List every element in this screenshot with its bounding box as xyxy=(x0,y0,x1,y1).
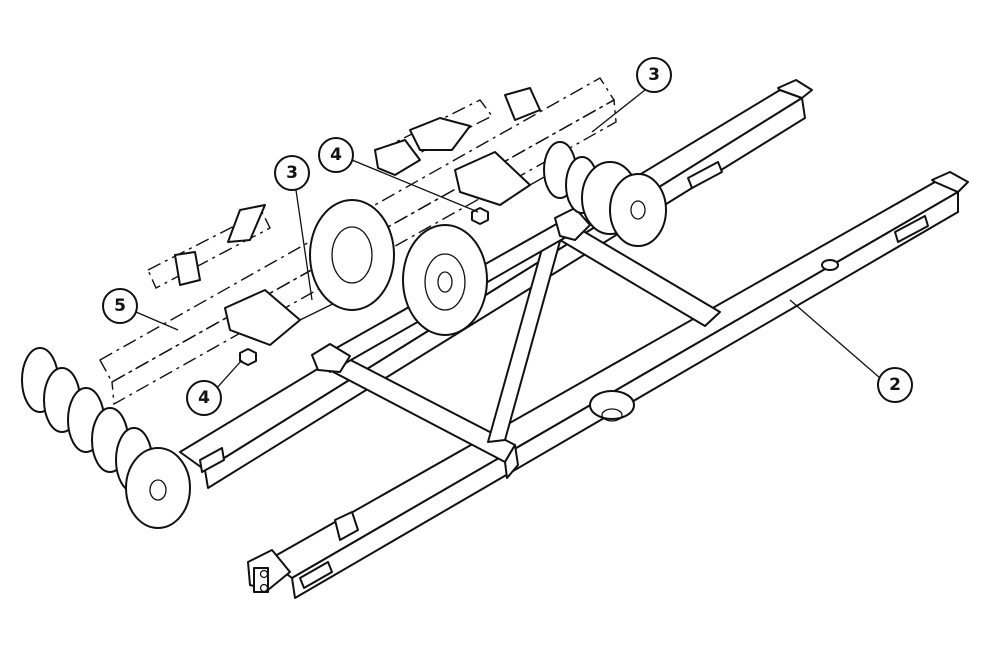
callout-2: 2 xyxy=(877,367,913,403)
gauge-wheels xyxy=(309,199,488,336)
callout-label: 3 xyxy=(648,65,660,85)
callout-3-mid: 3 xyxy=(274,155,310,191)
callout-label: 4 xyxy=(198,388,210,408)
hardware-nuts xyxy=(239,207,489,366)
callout-label: 3 xyxy=(286,163,298,183)
shanks xyxy=(174,87,541,286)
leader-lines xyxy=(135,89,881,391)
callout-label: 5 xyxy=(114,296,126,316)
disc-toolbar xyxy=(99,77,617,406)
disc-gang-front xyxy=(21,347,191,529)
callout-4-top: 4 xyxy=(318,137,354,173)
callout-label: 4 xyxy=(330,145,342,165)
callout-5: 5 xyxy=(102,288,138,324)
callout-4-bottom: 4 xyxy=(186,380,222,416)
disc-gang-rear xyxy=(374,117,667,247)
callout-3-top: 3 xyxy=(636,57,672,93)
callout-label: 2 xyxy=(889,375,901,395)
